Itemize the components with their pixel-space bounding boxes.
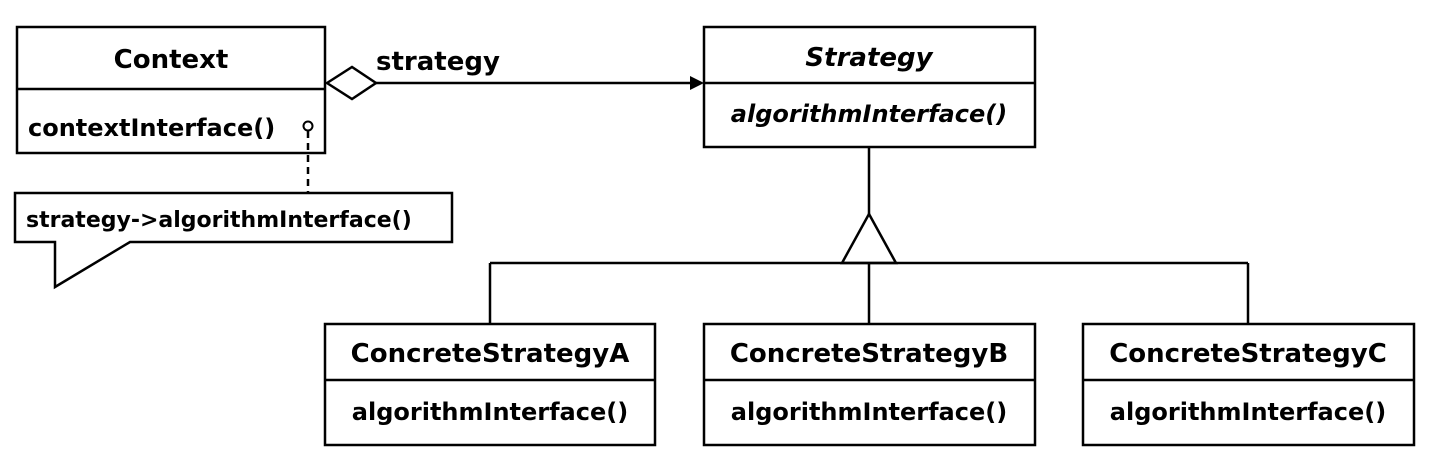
concrete-strategy-b-class: ConcreteStrategyB algorithmInterface() <box>702 322 1037 447</box>
note-text: strategy->algorithmInterface() <box>26 208 412 233</box>
strategy-class-name: Strategy <box>805 43 933 73</box>
aggregation-diamond-icon <box>324 65 379 101</box>
concrete-strategy-c-operation: algorithmInterface() <box>1110 398 1386 426</box>
concrete-strategy-b-operation: algorithmInterface() <box>731 398 1007 426</box>
concrete-strategy-b-name: ConcreteStrategyB <box>730 339 1008 369</box>
strategy-operation: algorithmInterface() <box>731 100 1007 128</box>
concrete-strategy-c-box <box>1081 322 1416 447</box>
context-operation: contextInterface() <box>28 114 275 142</box>
context-class-name: Context <box>114 45 229 75</box>
note-anchor-circle <box>302 120 314 132</box>
strategy-interface-class: Strategy algorithmInterface() <box>702 25 1037 149</box>
concrete-strategy-c-class: ConcreteStrategyC algorithmInterface() <box>1081 322 1416 447</box>
concrete-strategy-a-operation: algorithmInterface() <box>352 398 628 426</box>
note-bubble <box>13 191 454 290</box>
aggregation-association: strategy <box>324 47 704 101</box>
concrete-strategy-a-name: ConcreteStrategyA <box>351 339 630 369</box>
strategy-class-box <box>702 25 1037 149</box>
concrete-strategy-c-name: ConcreteStrategyC <box>1109 339 1387 369</box>
concrete-strategy-b-box <box>702 322 1037 447</box>
context-class: Context contextInterface() <box>15 25 327 155</box>
arrowhead-icon <box>690 76 704 90</box>
concrete-strategy-a-box <box>323 322 657 447</box>
implementation-note: strategy->algorithmInterface() <box>13 191 454 290</box>
association-role-label: strategy <box>376 47 500 77</box>
generalization <box>488 147 1250 324</box>
inheritance-triangle-icon <box>839 211 899 265</box>
concrete-strategy-a-class: ConcreteStrategyA algorithmInterface() <box>323 322 657 447</box>
